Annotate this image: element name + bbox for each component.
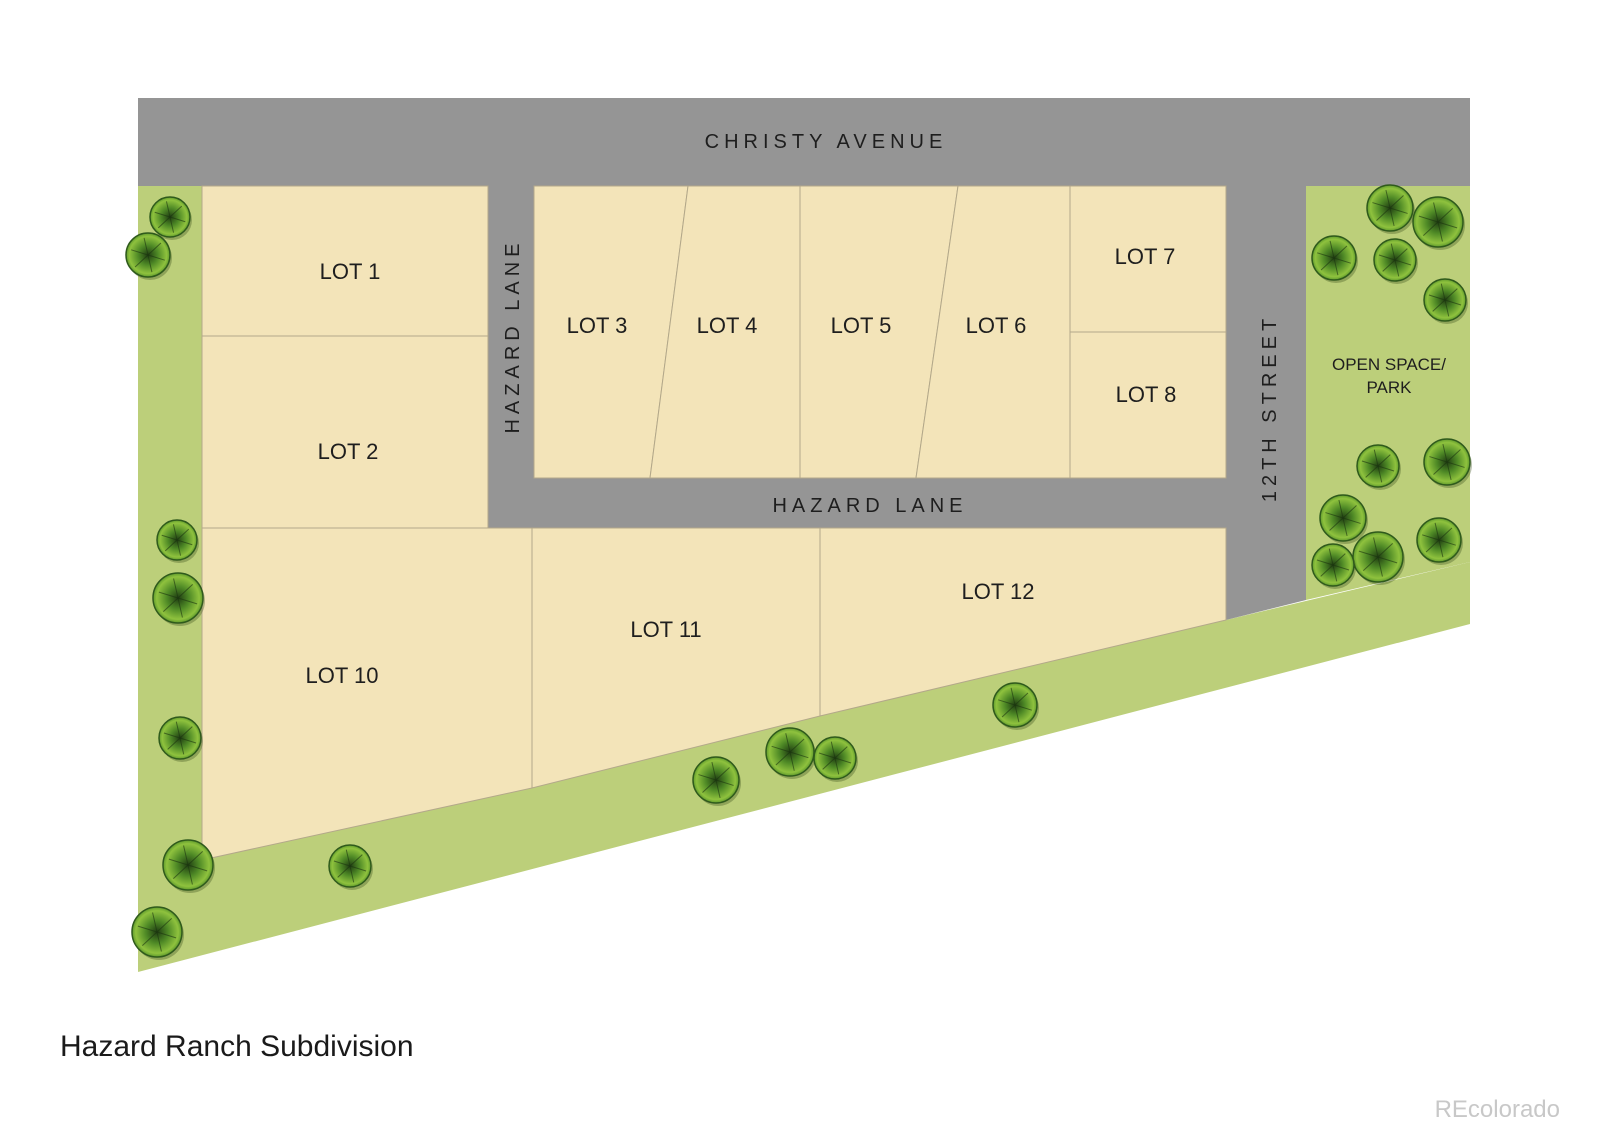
- lot-8-parcel[interactable]: [1069, 331, 1227, 479]
- tree-icon: [149, 196, 192, 240]
- lot-7-label: LOT 7: [1115, 244, 1176, 269]
- tree-icon: [1356, 444, 1401, 490]
- lot-3-label: LOT 3: [567, 313, 628, 338]
- lot-5-label: LOT 5: [831, 313, 892, 338]
- tree-icon: [131, 906, 184, 960]
- twelfth-street-road: [1226, 186, 1306, 620]
- tree-icon: [1319, 494, 1368, 544]
- lot-2-label: LOT 2: [318, 439, 379, 464]
- tree-icon: [158, 716, 203, 762]
- lot-2-parcel[interactable]: [201, 335, 489, 529]
- lot-12-parcel[interactable]: [819, 527, 1227, 717]
- tree-icon: [1311, 543, 1356, 589]
- christy-avenue-label: CHRISTY AVENUE: [705, 131, 948, 153]
- tree-icon: [1423, 438, 1472, 488]
- tree-icon: [328, 844, 373, 890]
- hazard-lane-horizontal-road: [488, 478, 1226, 528]
- tree-icon: [692, 756, 741, 806]
- tree-icon: [152, 572, 205, 626]
- trees: [125, 184, 1472, 960]
- lot-1-parcel[interactable]: [201, 185, 489, 337]
- lot-1-label: LOT 1: [320, 259, 381, 284]
- lot-10-label: LOT 10: [306, 663, 379, 688]
- christy-avenue-road: [138, 98, 1470, 186]
- tree-icon: [125, 232, 172, 280]
- lot-8-label: LOT 8: [1116, 382, 1177, 407]
- open-space-label-line2: PARK: [1366, 378, 1412, 397]
- tree-icon: [162, 839, 215, 893]
- lot-7-parcel[interactable]: [1069, 185, 1227, 333]
- tree-icon: [765, 727, 816, 779]
- tree-icon: [1412, 196, 1465, 250]
- lot-4-label: LOT 4: [697, 313, 758, 338]
- tree-icon: [1423, 278, 1468, 324]
- tree-icon: [992, 682, 1039, 730]
- tree-icon: [1366, 184, 1415, 234]
- hazard-lane-vertical-road: [488, 186, 534, 528]
- lot-11-label: LOT 11: [630, 617, 701, 642]
- lots: [201, 185, 1227, 861]
- map-caption: Hazard Ranch Subdivision: [60, 1030, 414, 1063]
- tree-icon: [1311, 235, 1358, 283]
- hazard-lane-horizontal-label: HAZARD LANE: [772, 495, 967, 517]
- tree-icon: [1373, 238, 1418, 284]
- open-space-label-line1: OPEN SPACE/: [1332, 355, 1446, 374]
- tree-icon: [156, 519, 199, 563]
- lot-6-label: LOT 6: [966, 313, 1027, 338]
- lot-12-label: LOT 12: [962, 579, 1035, 604]
- tree-icon: [1416, 517, 1463, 565]
- tree-icon: [1352, 531, 1405, 585]
- twelfth-street-label: 12TH STREET: [1259, 314, 1281, 502]
- tree-icon: [813, 736, 858, 782]
- hazard-lane-vertical-label: HAZARD LANE: [502, 238, 524, 433]
- recolorado-watermark: REcolorado: [1434, 1096, 1560, 1123]
